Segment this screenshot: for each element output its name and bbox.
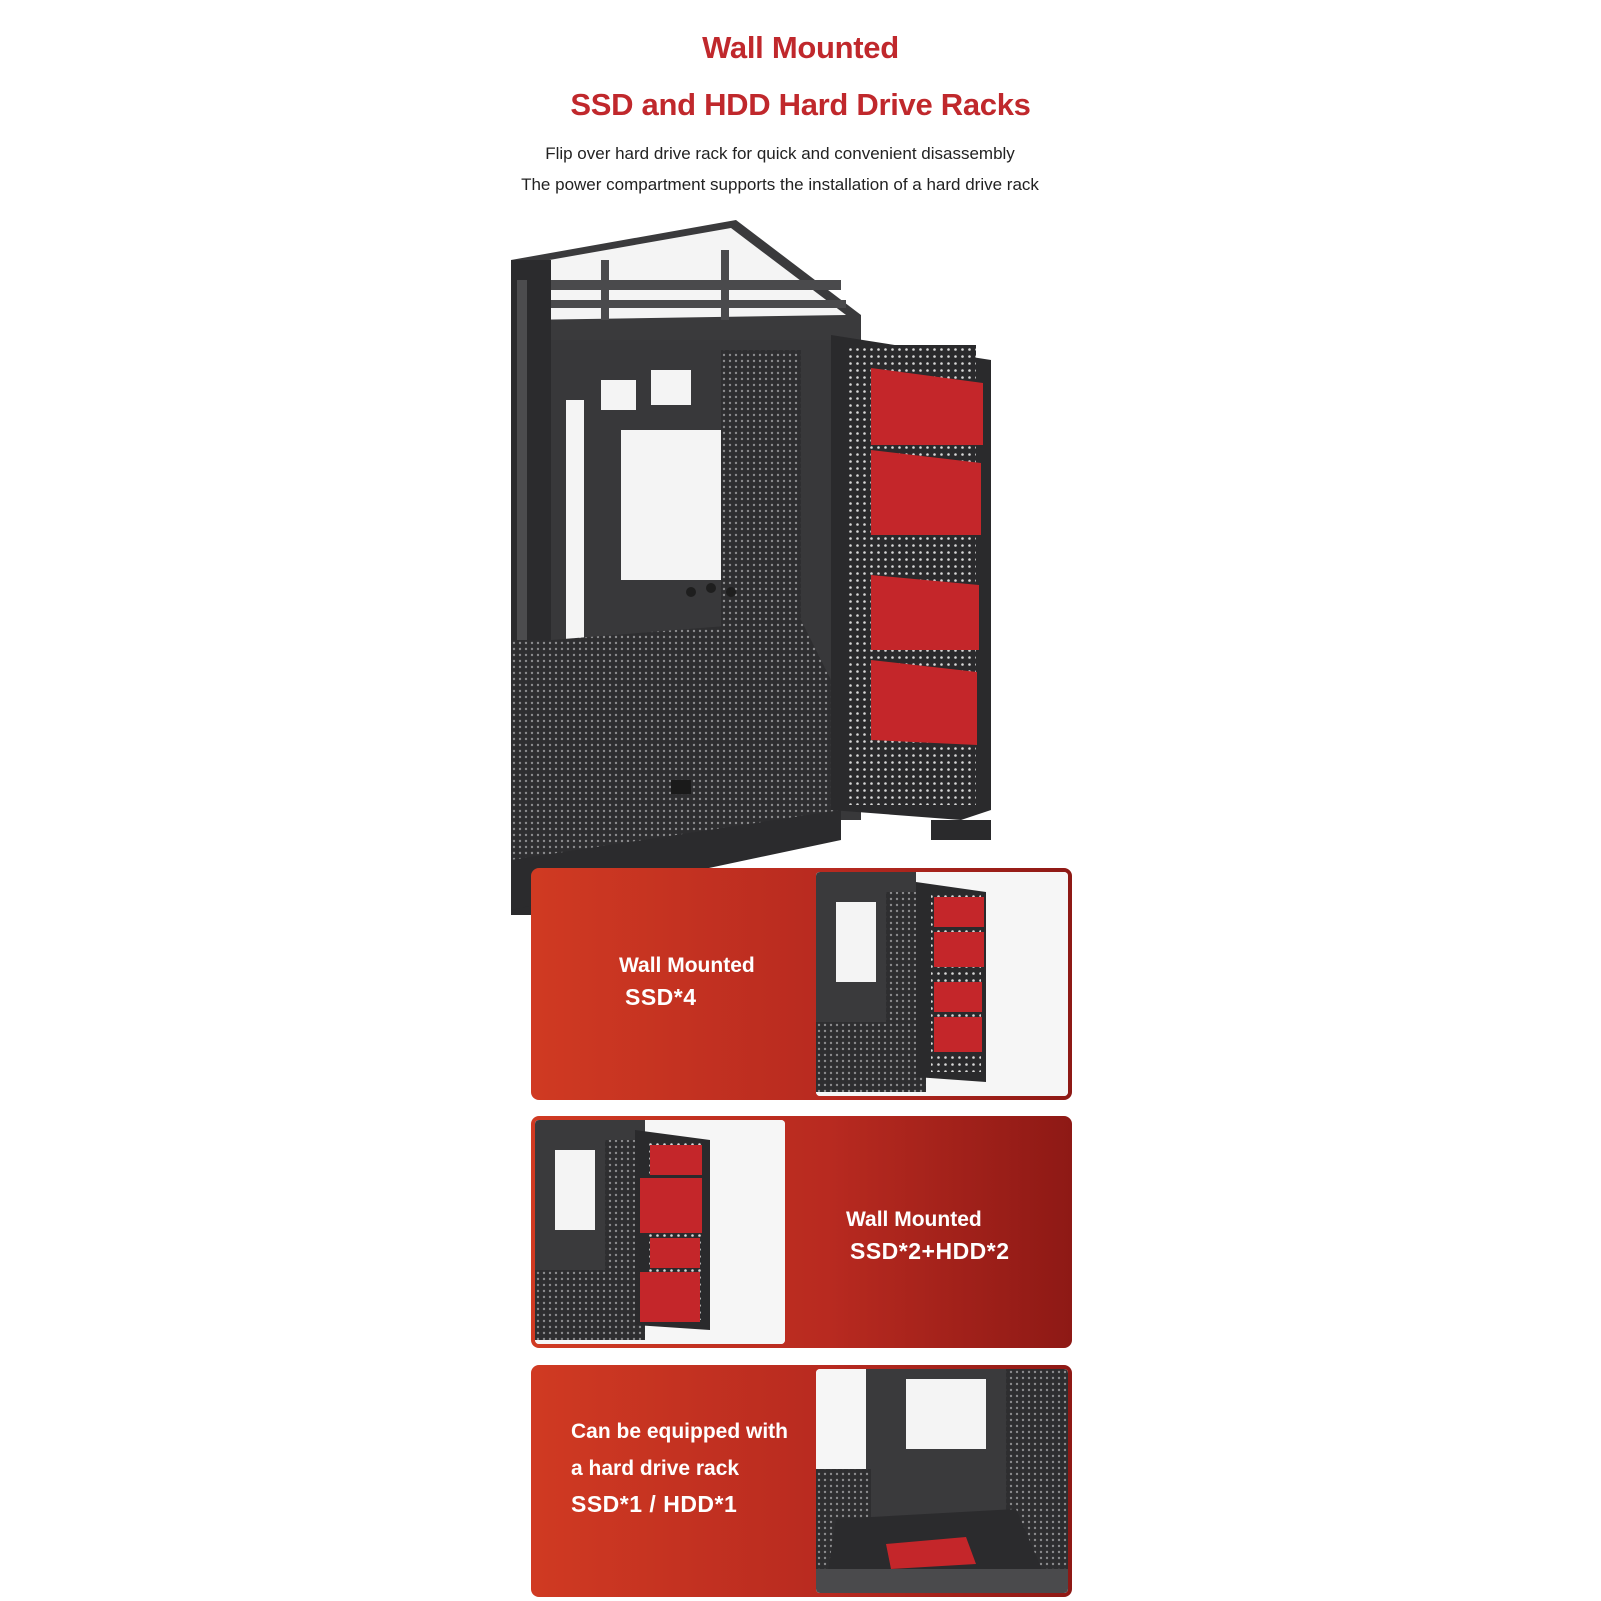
description-line-2: The power compartment supports the insta… [521,175,1039,194]
panel-spec: SSD*2+HDD*2 [850,1238,1010,1264]
panel-text: Wall Mounted SSD*2+HDD*2 [846,1208,1010,1265]
case-illustration [511,220,991,915]
hero-case-image [511,220,1021,915]
description-line-1: Flip over hard drive rack for quick and … [545,144,1015,163]
panel-heading: Wall Mounted [619,954,755,977]
panel-image-ssd2-hdd2 [535,1120,785,1344]
description: Flip over hard drive rack for quick and … [520,138,1040,200]
panel-image-ssd4 [816,872,1068,1096]
drive-caddy-icon [871,368,983,745]
case-thumbnail [816,1369,1068,1593]
option-panel-ssd4: Wall Mounted SSD*4 [531,868,1072,1100]
panel-spec: SSD*4 [625,984,697,1010]
panel-heading: Wall Mounted [846,1208,982,1231]
panel-text: Wall Mounted SSD*4 [619,954,755,1011]
panel-heading-line-2: a hard drive rack [571,1457,740,1480]
option-panel-ssd2-hdd2: Wall Mounted SSD*2+HDD*2 [531,1116,1072,1348]
panel-heading-line-1: Can be equipped with [571,1420,789,1443]
panel-spec: SSD*1 / HDD*1 [571,1491,738,1517]
panel-text: Can be equipped with a hard drive rack S… [571,1413,788,1518]
case-thumbnail [535,1120,785,1344]
panel-image-psu-rack [816,1369,1068,1593]
page-subtitle: SSD and HDD Hard Drive Racks [570,87,1031,122]
page-title: Wall Mounted [702,30,899,65]
option-panel-psu-rack: Can be equipped with a hard drive rack S… [531,1365,1072,1597]
case-thumbnail [816,872,1068,1096]
